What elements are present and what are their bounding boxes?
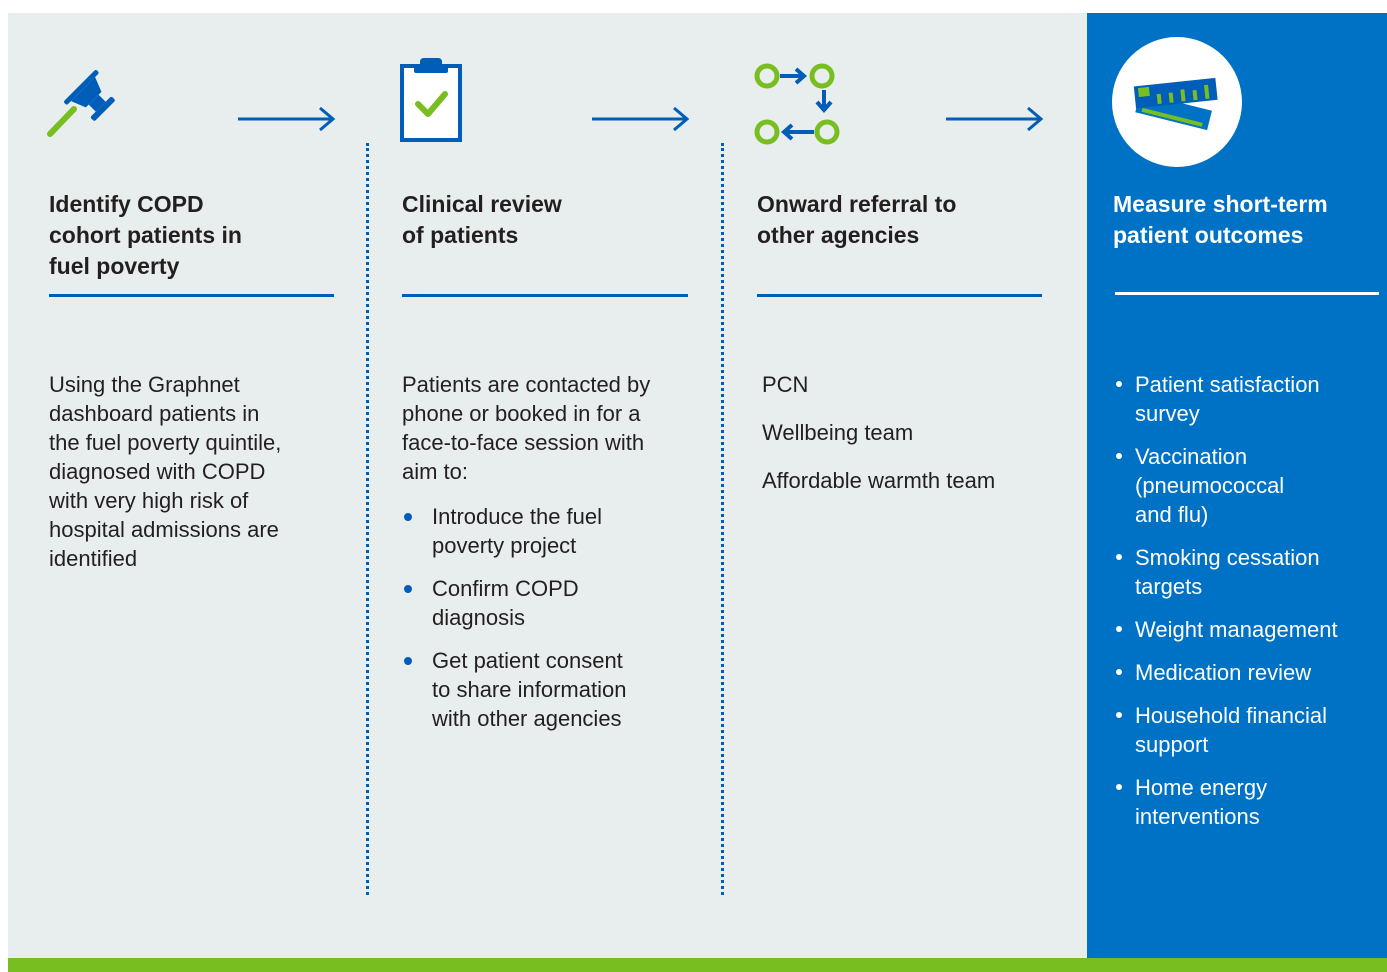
step-1-description: Using the Graphnet dashboard patients in… [49, 370, 349, 573]
text-line: dashboard patients in [49, 401, 260, 426]
agency-item: Affordable warmth team [762, 468, 996, 493]
text-line: Vaccination [1135, 444, 1248, 469]
list-item: Home energy interventions [1114, 773, 1384, 831]
text-line: hospital admissions are [49, 517, 279, 542]
text-line: phone or booked in for a [402, 401, 641, 426]
list-item: Confirm COPD diagnosis [402, 574, 702, 632]
step-1-rule [49, 294, 334, 297]
step-4-heading: Measure short-term patient outcomes [1113, 189, 1383, 251]
text-line: Using the Graphnet [49, 372, 240, 397]
text-line: Household financial [1135, 703, 1328, 728]
column-divider [721, 143, 724, 895]
step-1-heading: Identify COPD cohort patients in fuel po… [49, 189, 349, 282]
flow-arrow-1 [238, 106, 336, 132]
list-item: Get patient consent to share information… [402, 646, 702, 733]
heading-line: Identify COPD [49, 191, 204, 217]
agency-item: PCN [762, 372, 809, 397]
measuring-ruler-icon [1112, 37, 1242, 167]
outcomes-list-container: Patient satisfaction survey Vaccination … [1114, 370, 1384, 845]
list-item: Patient satisfaction survey [1114, 370, 1384, 428]
bullet-icon [1116, 669, 1122, 675]
heading-line: of patients [402, 222, 519, 248]
outcomes-list: Patient satisfaction survey Vaccination … [1114, 370, 1384, 831]
list-item: Vaccination (pneumococcal and flu) [1114, 442, 1384, 529]
text-line: with very high risk of [49, 488, 249, 513]
bullet-icon [1116, 554, 1122, 560]
heading-line: Clinical review [402, 191, 562, 217]
text-line: (pneumococcal [1135, 473, 1285, 498]
text-line: to share information [432, 677, 627, 702]
text-line: Introduce the fuel [432, 504, 603, 529]
step-2-heading: Clinical review of patients [402, 189, 702, 251]
list-item: Weight management [1114, 615, 1384, 644]
text-line: and flu) [1135, 502, 1209, 527]
pushpin-icon [47, 70, 115, 137]
column-divider [366, 143, 369, 895]
heading-line: Measure short-term [1113, 191, 1328, 217]
step-3-rule [757, 294, 1042, 297]
text-line: with other agencies [432, 706, 622, 731]
bullet-icon [404, 513, 412, 521]
step-4-rule [1115, 292, 1379, 295]
text-line: poverty project [432, 533, 577, 558]
text-line: Home energy [1135, 775, 1268, 800]
text-line: diagnosed with COPD [49, 459, 266, 484]
heading-line: other agencies [757, 222, 920, 248]
bullet-icon [404, 585, 412, 593]
footer-accent-bar [8, 958, 1387, 972]
text-line: Weight management [1135, 617, 1338, 642]
heading-line: cohort patients in [49, 222, 242, 248]
bullet-icon [1116, 784, 1122, 790]
bullet-icon [1116, 626, 1122, 632]
text-line: face-to-face session with [402, 430, 645, 455]
bullet-icon [1116, 381, 1122, 387]
text-line: Confirm COPD [432, 576, 579, 601]
heading-line: patient outcomes [1113, 222, 1304, 248]
list-item: Household financial support [1114, 701, 1384, 759]
text-line: targets [1135, 574, 1203, 599]
flow-arrow-3 [946, 106, 1044, 132]
text-line: Get patient consent [432, 648, 623, 673]
text-line: diagnosis [432, 605, 525, 630]
text-line: interventions [1135, 804, 1260, 829]
bullet-icon [1116, 712, 1122, 718]
bullet-icon [1116, 453, 1122, 459]
text-line: Medication review [1135, 660, 1312, 685]
step-3-heading: Onward referral to other agencies [757, 189, 1057, 251]
list-item: Introduce the fuel poverty project [402, 502, 702, 560]
text-line: survey [1135, 401, 1200, 426]
text-line: support [1135, 732, 1209, 757]
heading-line: Onward referral to [757, 191, 957, 217]
bullet-icon [404, 657, 412, 665]
list-item: Medication review [1114, 658, 1384, 687]
step-2-rule [402, 294, 688, 297]
text-line: Patients are contacted by [402, 372, 651, 397]
text-line: identified [49, 546, 138, 571]
review-aims-list: Introduce the fuel poverty project Confi… [402, 502, 702, 733]
text-line: Smoking cessation [1135, 545, 1320, 570]
agencies-list: PCN Wellbeing team Affordable warmth tea… [762, 370, 1062, 514]
heading-line: fuel poverty [49, 253, 180, 279]
list-item: Smoking cessation targets [1114, 543, 1384, 601]
text-line: the fuel poverty quintile, [49, 430, 282, 455]
text-line: Patient satisfaction [1135, 372, 1320, 397]
clipboard-check-icon [400, 58, 462, 142]
text-line: aim to: [402, 459, 469, 484]
flow-arrow-2 [592, 106, 690, 132]
step-2-description: Patients are contacted by phone or booke… [402, 370, 702, 747]
referral-arrows-icon [754, 63, 840, 145]
agency-item: Wellbeing team [762, 420, 914, 445]
outcomes-highlight-panel [1087, 13, 1387, 958]
